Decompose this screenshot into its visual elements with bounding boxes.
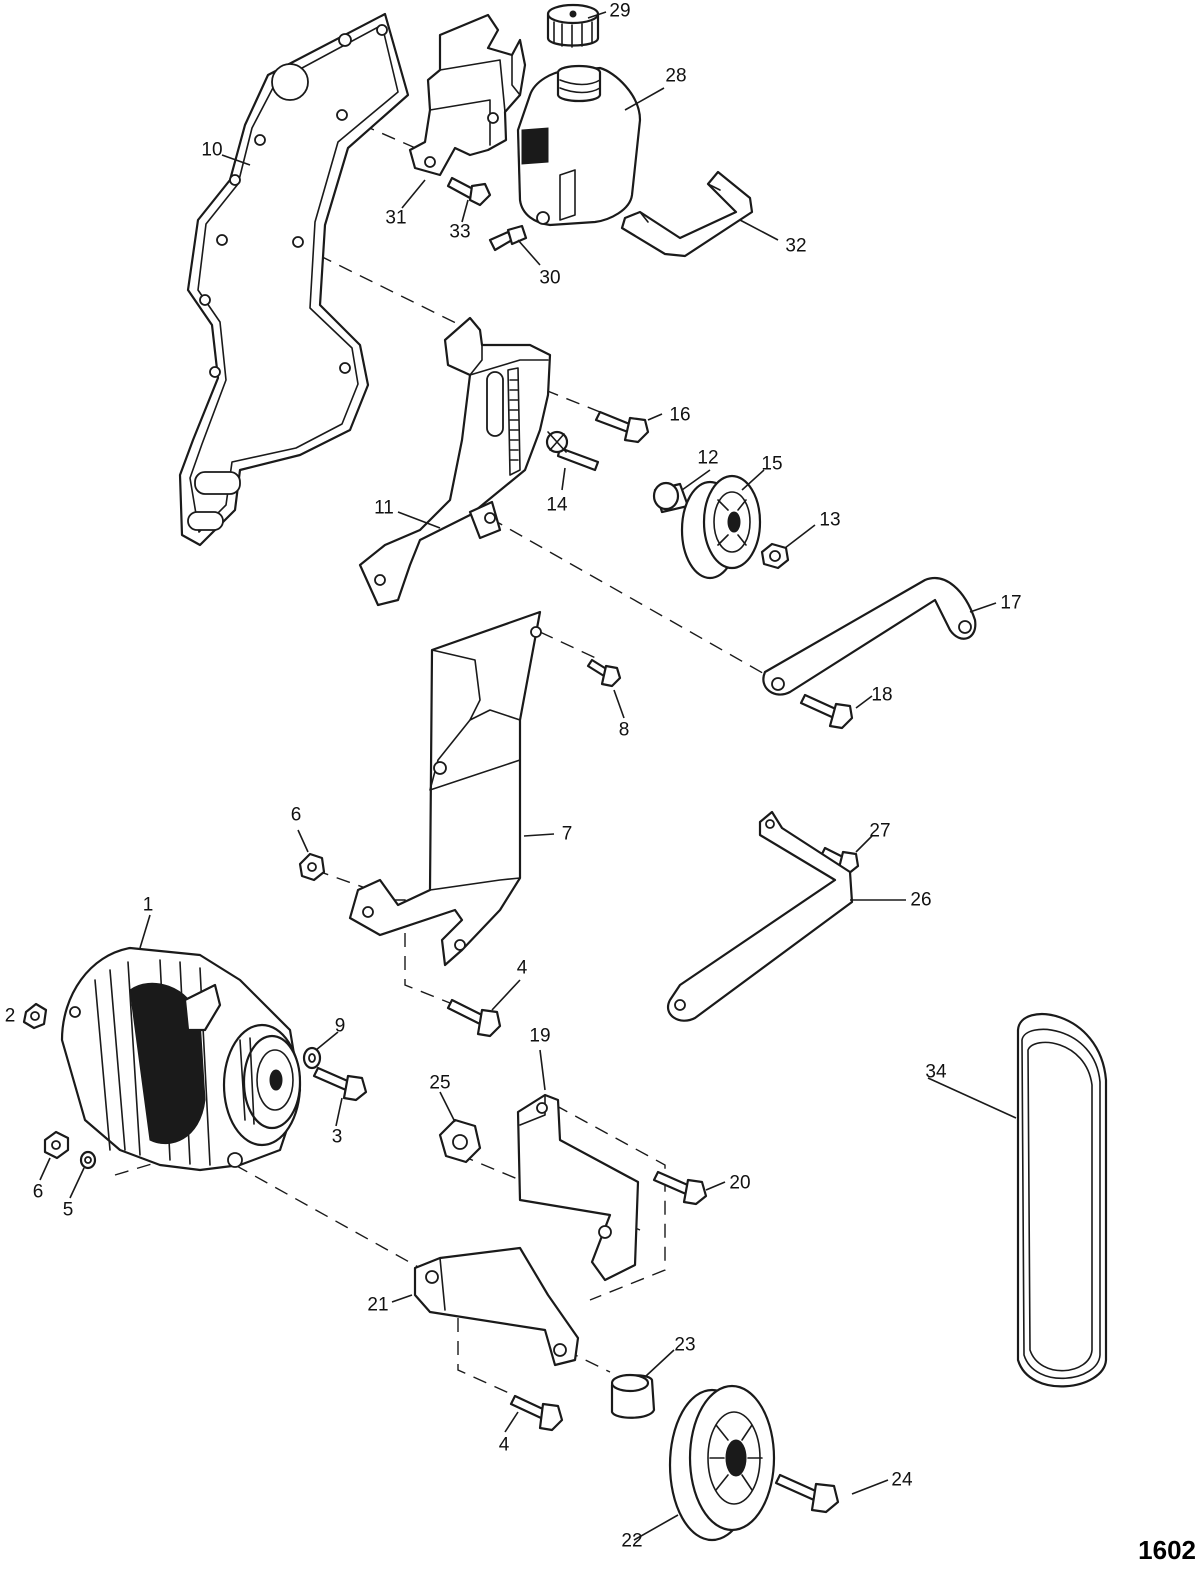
callout-6-upper: 6 xyxy=(290,804,302,826)
callout-19: 19 xyxy=(529,1025,551,1047)
callout-18: 18 xyxy=(871,684,893,706)
part-21-bracket xyxy=(413,1246,580,1367)
callout-16: 16 xyxy=(669,404,691,426)
callout-26: 26 xyxy=(910,889,932,911)
part-31-bracket xyxy=(408,13,527,177)
part-29-cap xyxy=(546,3,600,48)
callout-20: 20 xyxy=(729,1172,751,1194)
callout-23: 23 xyxy=(674,1334,696,1356)
part-34-drive-belt xyxy=(1016,1012,1108,1388)
callout-29: 29 xyxy=(609,0,631,22)
callout-22: 22 xyxy=(621,1530,643,1552)
part-30-hose-fitting xyxy=(488,224,528,252)
callout-28: 28 xyxy=(665,65,687,87)
part-10-mounting-plate xyxy=(178,12,410,547)
part-20-bolt xyxy=(652,1170,708,1206)
callout-11: 11 xyxy=(374,497,394,519)
callout-1: 1 xyxy=(142,894,154,916)
part-24-bolt xyxy=(774,1473,840,1514)
callout-10: 10 xyxy=(201,139,223,161)
part-18-bolt xyxy=(799,693,854,730)
part-17-adjusting-arm xyxy=(762,577,977,696)
callout-32: 32 xyxy=(785,235,807,257)
callout-9: 9 xyxy=(334,1015,346,1037)
part-6-nut-upper xyxy=(298,852,326,882)
callout-5: 5 xyxy=(62,1199,74,1221)
part-12-spacer xyxy=(652,481,690,514)
part-6-nut-lower xyxy=(43,1130,70,1160)
callout-21: 21 xyxy=(367,1294,389,1316)
part-4-bolt-upper xyxy=(446,998,502,1038)
part-3-bolt xyxy=(312,1066,368,1102)
callout-34: 34 xyxy=(925,1061,947,1083)
part-7-alternator-bracket xyxy=(348,610,542,967)
part-2-nut xyxy=(22,1002,48,1030)
callout-14: 14 xyxy=(546,494,568,516)
part-28-reservoir-tank xyxy=(516,64,642,227)
callout-leaders xyxy=(39,11,1017,1541)
part-4-bolt-lower xyxy=(509,1394,564,1432)
callout-15: 15 xyxy=(761,453,783,475)
callout-7: 7 xyxy=(561,823,573,845)
callout-17: 17 xyxy=(1000,592,1022,614)
part-19-bracket xyxy=(516,1093,640,1282)
part-14-stud xyxy=(545,430,600,472)
callout-4-lower: 4 xyxy=(498,1434,510,1456)
part-25-flange-nut xyxy=(438,1118,482,1164)
callout-33: 33 xyxy=(449,221,471,243)
part-11-bracket xyxy=(358,316,552,607)
callout-6-lower: 6 xyxy=(32,1181,44,1203)
callout-3: 3 xyxy=(331,1126,343,1148)
callout-12: 12 xyxy=(697,447,719,469)
callout-24: 24 xyxy=(891,1469,913,1491)
assembly-lines xyxy=(114,114,776,1399)
part-16-bolt xyxy=(594,410,650,444)
part-1-alternator xyxy=(60,946,302,1172)
callout-2: 2 xyxy=(4,1005,16,1027)
callout-8: 8 xyxy=(618,719,630,741)
part-9-washer xyxy=(302,1046,322,1070)
callout-27: 27 xyxy=(869,820,891,842)
callout-25: 25 xyxy=(429,1072,451,1094)
part-33-bolt xyxy=(446,176,492,207)
part-8-bolt xyxy=(586,658,622,688)
part-32-strap xyxy=(620,170,754,258)
part-15-idler-pulley xyxy=(680,474,762,580)
callout-30: 30 xyxy=(539,267,561,289)
callout-31: 31 xyxy=(385,207,407,229)
figure-number: 1602 xyxy=(1138,1535,1196,1565)
part-23-spacer xyxy=(610,1373,656,1419)
part-13-nut xyxy=(760,542,790,570)
part-22-idler-pulley xyxy=(668,1384,776,1542)
callout-13: 13 xyxy=(819,509,841,531)
part-26-brace xyxy=(667,810,854,1022)
part-5-washer xyxy=(79,1150,97,1170)
callout-4-upper: 4 xyxy=(516,957,528,979)
